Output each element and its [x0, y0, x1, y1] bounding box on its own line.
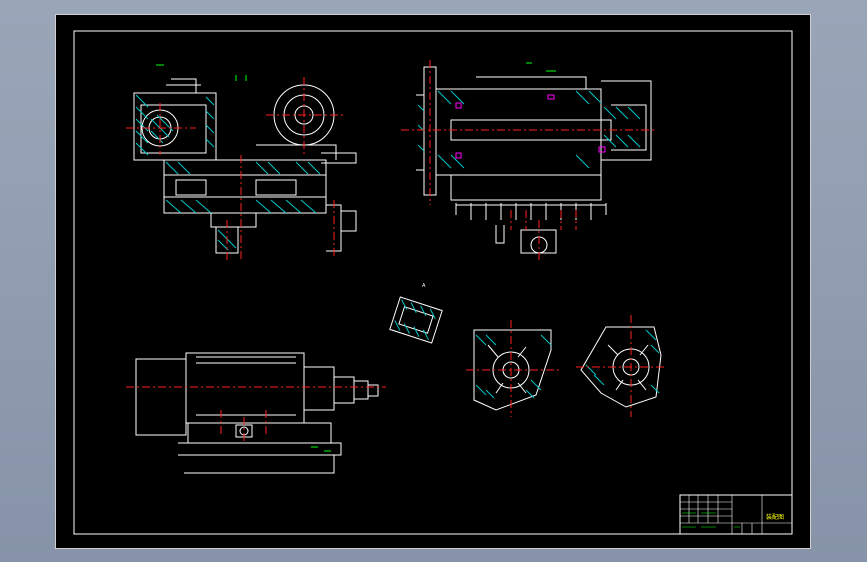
- detail-view-a-label: A: [422, 283, 426, 289]
- front-section-view: [126, 64, 357, 260]
- drawing-title: 装配图: [766, 514, 785, 521]
- title-block: [679, 494, 793, 535]
- cad-drawing: A: [73, 30, 793, 535]
- motor-side-view: [126, 352, 386, 474]
- section-b: [466, 320, 561, 417]
- spindle-section-view: [401, 60, 656, 260]
- inner-frame: [73, 30, 793, 535]
- section-c: [576, 315, 666, 417]
- detail-view-a: A: [389, 283, 443, 344]
- drawing-sheet: A: [55, 14, 811, 549]
